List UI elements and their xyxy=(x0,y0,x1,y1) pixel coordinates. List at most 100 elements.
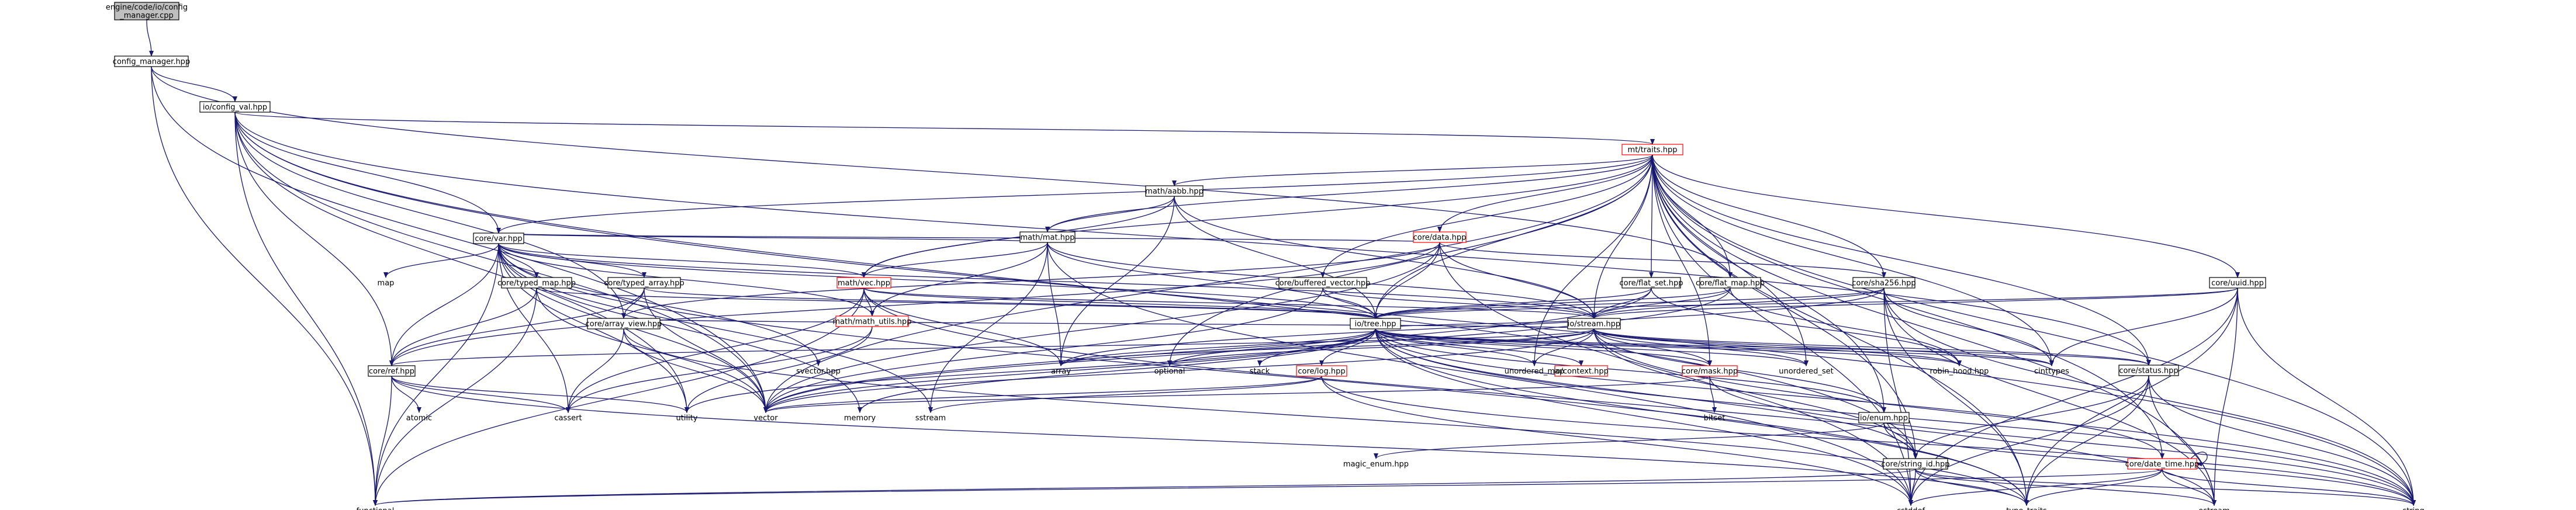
node-box xyxy=(835,315,909,327)
node-box xyxy=(1621,277,1681,289)
node-ctx[interactable]: io/context.hpp xyxy=(1554,365,1609,377)
node-aview[interactable]: core/array_view.hpp xyxy=(586,318,662,329)
edge-cfgmgr-to-cfgval xyxy=(151,66,237,102)
edge-sha-to-ostream xyxy=(1883,287,2217,506)
edge-traits-to-fmap xyxy=(1652,154,1733,278)
edge-traits-to-dtime xyxy=(1652,154,2164,459)
node-box xyxy=(1413,231,1467,243)
edge-iostream-to-array xyxy=(1059,328,1595,366)
node-label: sstream xyxy=(915,414,946,423)
edge-aview-to-cassert xyxy=(566,328,624,413)
node-iotree[interactable]: io/tree.hpp xyxy=(1350,318,1401,329)
edge-status-to-type_traits xyxy=(2024,375,2149,506)
node-tmap[interactable]: core/typed_map.hpp xyxy=(497,277,576,289)
node-cstddef: cstddef xyxy=(1897,507,1925,510)
edge-status-to-cstddef xyxy=(1908,375,2149,506)
edge-var-to-cassert xyxy=(498,243,570,413)
node-mutil[interactable]: math/math_utils.hpp xyxy=(832,315,912,327)
edge-traits-to-sha xyxy=(1652,154,1886,278)
edge-uuid-to-iotree xyxy=(1373,287,2238,319)
node-box xyxy=(1296,365,1347,377)
node-label: core/typed_array.hpp xyxy=(604,279,684,288)
node-cfgval[interactable]: io/config_val.hpp xyxy=(199,101,271,113)
node-fset[interactable]: core/flat_set.hpp xyxy=(1619,277,1683,289)
edge-sid-to-type_traits xyxy=(1915,469,2029,506)
node-traits[interactable]: mt/traits.hpp xyxy=(1621,144,1683,155)
node-label: map xyxy=(378,279,395,288)
node-label: io/tree.hpp xyxy=(1355,320,1396,329)
edge-iotree-to-vector xyxy=(763,328,1376,413)
node-sstream: sstream xyxy=(915,414,946,423)
edge-var-to-vec xyxy=(498,243,866,278)
node-label: io/enum.hpp xyxy=(1860,414,1908,423)
node-bvec[interactable]: core/buffered_vector.hpp xyxy=(1275,277,1371,289)
node-root[interactable]: engine/code/io/config_manager.cpp xyxy=(106,2,188,20)
edge-uuid-to-cinttypes xyxy=(2049,287,2238,366)
node-label: core/sha256.hpp xyxy=(1852,279,1915,288)
edge-mat-to-iotree xyxy=(1047,242,1378,319)
node-mat[interactable]: math/mat.hpp xyxy=(1019,231,1076,243)
node-sid[interactable]: core/string_id.hpp xyxy=(1881,458,1950,470)
node-dtime[interactable]: core/date_time.hpp xyxy=(2125,458,2200,470)
node-atomic: atomic xyxy=(406,414,432,423)
node-log[interactable]: core/log.hpp xyxy=(1296,365,1347,377)
node-uuid[interactable]: core/uuid.hpp xyxy=(2209,277,2266,289)
edge-mask-to-string xyxy=(1709,376,2416,506)
node-ref[interactable]: core/ref.hpp xyxy=(368,365,416,377)
edge-sid-to-ostream xyxy=(1915,469,2217,506)
edge-sha-to-iotree xyxy=(1373,287,1885,319)
edge-iostream-to-umap xyxy=(1532,328,1595,366)
edge-ref-to-atomic xyxy=(391,376,421,413)
edge-ref-to-cassert xyxy=(391,376,570,413)
node-var[interactable]: core/var.hpp xyxy=(473,233,524,244)
node-box xyxy=(501,277,572,289)
node-box xyxy=(1567,318,1621,329)
node-label: math/aabb.hpp xyxy=(1145,188,1204,196)
edge-bvec-to-iostream xyxy=(1322,287,1596,319)
edge-iostream-to-aview xyxy=(622,318,1595,329)
node-tarr[interactable]: core/typed_array.hpp xyxy=(604,277,684,289)
node-label: core/log.hpp xyxy=(1298,367,1345,376)
node-fmap[interactable]: core/flat_map.hpp xyxy=(1696,277,1765,289)
node-label: optional xyxy=(1154,367,1185,376)
edge-traits-to-var xyxy=(496,154,1653,234)
edge-traits-to-uuid xyxy=(1652,154,2240,278)
edge-layer xyxy=(146,19,2416,506)
edge-aabb-to-array xyxy=(1059,196,1175,366)
edge-ioenum-to-sid xyxy=(1883,422,1918,459)
edge-sha-to-array xyxy=(1059,287,1885,366)
node-box xyxy=(1019,231,1076,243)
node-ioenum[interactable]: io/enum.hpp xyxy=(1858,412,1910,424)
edge-aview-to-type_traits xyxy=(623,328,2029,506)
node-bitset: bitset xyxy=(1704,414,1726,423)
edge-tarr-to-iotree xyxy=(644,287,1378,319)
node-aabb[interactable]: math/aabb.hpp xyxy=(1145,185,1204,197)
node-sha[interactable]: core/sha256.hpp xyxy=(1852,277,1916,289)
edge-var-to-iostream xyxy=(498,243,1596,319)
edge-mat-to-cstddef xyxy=(1047,242,1913,506)
edge-iotree-to-type_traits xyxy=(1375,328,2029,506)
edge-vec-to-ostream xyxy=(863,287,2217,506)
edge-traits-to-optional xyxy=(1167,154,1653,366)
node-label: io/stream.hpp xyxy=(1568,320,1620,329)
edge-traits-to-cstddef xyxy=(1652,154,1913,506)
node-label: cinttypes xyxy=(2034,367,2069,376)
node-string: string xyxy=(2402,507,2424,510)
node-box xyxy=(2118,365,2179,376)
node-mask[interactable]: core/mask.hpp xyxy=(1682,365,1738,377)
node-iostream[interactable]: io/stream.hpp xyxy=(1567,318,1621,329)
edge-sid-to-string xyxy=(1915,469,2416,506)
node-cinttypes: cinttypes xyxy=(2034,367,2069,376)
node-status[interactable]: core/status.hpp xyxy=(2118,365,2179,376)
edge-iotree-to-cinttypes xyxy=(1375,328,2054,366)
node-data[interactable]: core/data.hpp xyxy=(1413,231,1467,243)
edge-mat-to-mutil xyxy=(870,242,1048,317)
node-label: utility xyxy=(676,414,698,423)
node-vec[interactable]: math/vec.hpp xyxy=(836,277,891,289)
node-box xyxy=(114,55,189,67)
edge-traits-to-vector xyxy=(763,154,1653,413)
node-box xyxy=(199,101,271,113)
edge-traits-to-data xyxy=(1437,154,1653,233)
node-label: core/typed_map.hpp xyxy=(497,279,576,288)
node-cfgmgr[interactable]: config_manager.hpp xyxy=(113,55,190,67)
